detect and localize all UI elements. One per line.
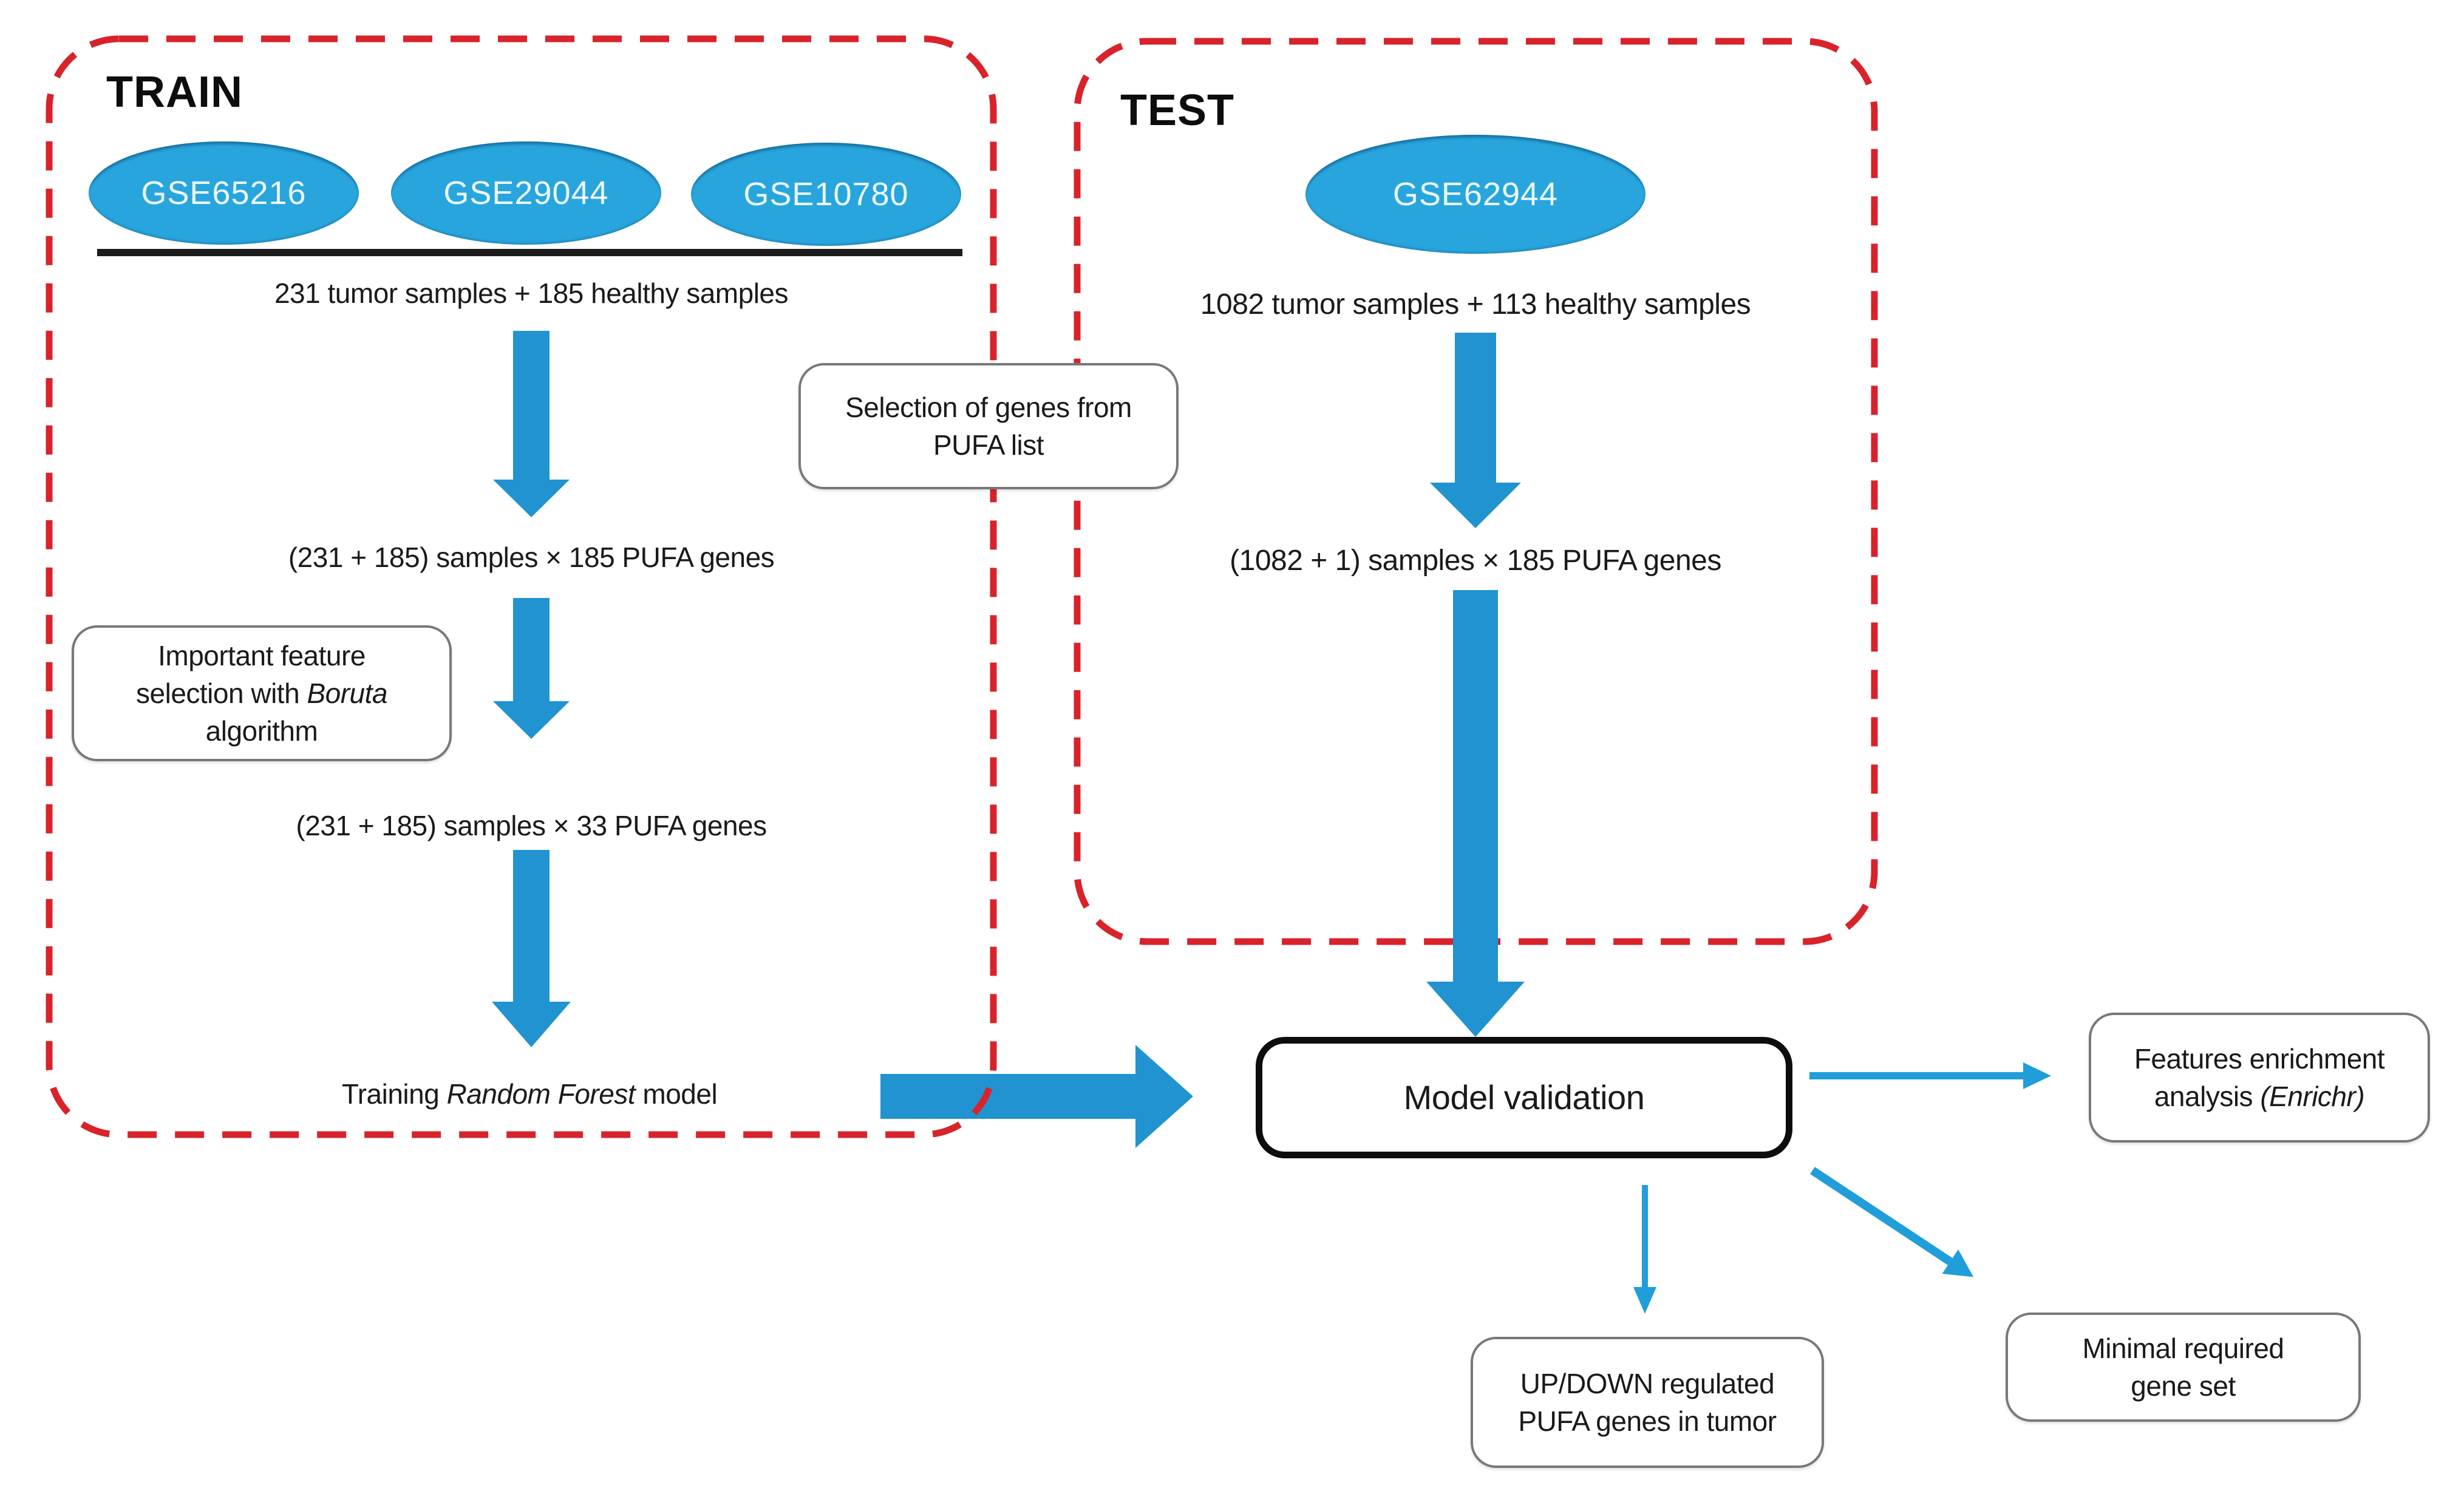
- test-samples-text: 1082 tumor samples + 113 healthy samples: [1200, 288, 1751, 321]
- train-samples-text: 231 tumor samples + 185 healthy samples: [274, 277, 789, 309]
- boruta-callout: Important feature selection with Boruta …: [72, 625, 452, 761]
- callout-line: Selection of genes from: [845, 392, 1132, 423]
- enrichment-output-box: Features enrichment analysis (Enrichr): [2089, 1013, 2430, 1143]
- dataset-label: GSE10780: [743, 176, 909, 212]
- train-down-arrow-3: [492, 850, 571, 1047]
- train-to-validation-arrow: [880, 1045, 1193, 1148]
- callout-line: Minimal required: [2082, 1333, 2284, 1364]
- callout-line: PUFA list: [933, 429, 1044, 461]
- test-label: TEST: [1120, 86, 1235, 135]
- training-text-post: model: [635, 1078, 718, 1110]
- train-down-arrow-1: [493, 331, 570, 517]
- boruta-line-italic: Boruta: [307, 678, 387, 709]
- pufa-selection-callout: Selection of genes from PUFA list: [798, 363, 1179, 489]
- updown-output-box: UP/DOWN regulated PUFA genes in tumor: [1471, 1337, 1824, 1468]
- test-down-arrow-1: [1430, 333, 1521, 528]
- dataset-label: GSE65216: [141, 175, 307, 211]
- train-matrix-185-text: (231 + 185) samples × 185 PUFA genes: [288, 542, 775, 573]
- training-text-italic: Random Forest: [446, 1078, 636, 1110]
- boruta-line-pre: selection with: [136, 678, 307, 709]
- callout-line: UP/DOWN regulated: [1520, 1368, 1775, 1399]
- minimal-geneset-output-box: Minimal required gene set: [2006, 1313, 2361, 1422]
- validation-to-minimal-arrow: [1805, 1158, 1986, 1291]
- dataset-ellipse-gse62944: GSE62944: [1305, 135, 1646, 254]
- training-text-pre: Training: [341, 1078, 447, 1110]
- model-validation-box: Model validation: [1256, 1037, 1792, 1158]
- test-matrix-text: (1082 + 1) samples × 185 PUFA genes: [1230, 545, 1721, 577]
- model-validation-label: Model validation: [1403, 1078, 1645, 1116]
- dataset-label: GSE62944: [1392, 176, 1559, 212]
- test-long-down-arrow: [1426, 590, 1525, 1037]
- train-matrix-33-text: (231 + 185) samples × 33 PUFA genes: [296, 810, 767, 841]
- validation-to-updown-arrow: [1633, 1185, 1656, 1314]
- enrichment-line-italic: (Enrichr): [2260, 1081, 2365, 1112]
- callout-line: PUFA genes in tumor: [1518, 1405, 1777, 1437]
- dataset-label: GSE29044: [443, 175, 609, 211]
- dataset-ellipse-gse29044: GSE29044: [391, 141, 661, 245]
- dataset-ellipse-gse65216: GSE65216: [89, 141, 359, 245]
- callout-line: Features enrichment: [2134, 1043, 2385, 1075]
- train-datasets-underline: [97, 249, 962, 256]
- callout-line: Important feature: [158, 640, 366, 671]
- train-random-forest-text: Training Random Forest model: [341, 1077, 718, 1111]
- callout-line: selection with Boruta: [136, 674, 387, 712]
- validation-to-enrichment-arrow: [1809, 1062, 2052, 1089]
- train-down-arrow-2: [493, 598, 570, 739]
- callout-line: gene set: [2131, 1370, 2236, 1402]
- callout-line: algorithm: [205, 715, 318, 747]
- enrichment-line-pre: analysis: [2154, 1081, 2261, 1112]
- callout-line: analysis (Enrichr): [2154, 1078, 2365, 1115]
- train-label: TRAIN: [106, 68, 243, 117]
- dataset-ellipse-gse10780: GSE10780: [691, 143, 961, 246]
